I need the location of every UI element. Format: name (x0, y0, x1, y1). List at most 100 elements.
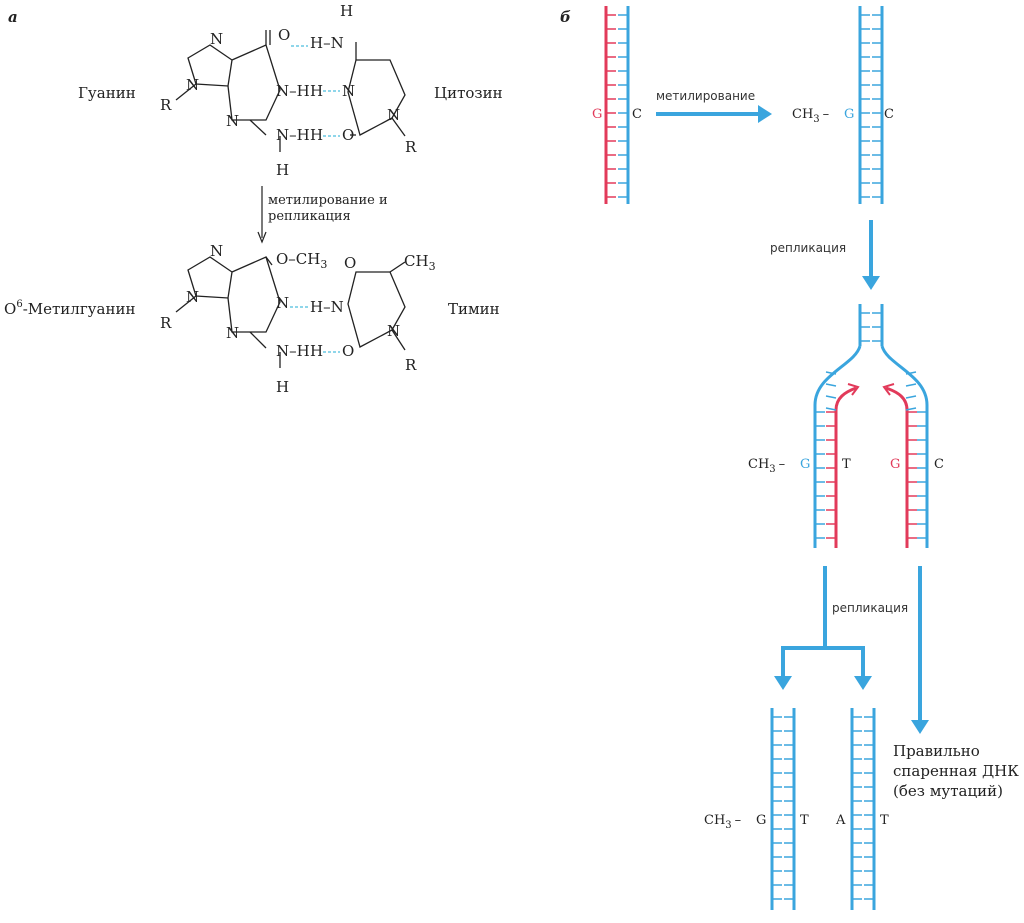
arrow-head (862, 276, 880, 290)
arrow-head (774, 676, 792, 690)
atom-h: H (310, 126, 323, 144)
base-g-red: G (592, 107, 602, 122)
replication-fork (813, 345, 929, 548)
parent-strand-right (880, 345, 929, 548)
arrow-label-line-2: репликация (268, 209, 351, 224)
base-t: T (800, 813, 809, 828)
arrow-head (758, 105, 772, 123)
base-pair-rung (905, 395, 917, 399)
arrow-label-line-1: метилирование и (268, 193, 388, 208)
panel-b: б G C метилирование CH3– G C репликация … (560, 6, 1019, 910)
hydrogen-bonds-top (291, 45, 340, 137)
atom-r: R (160, 96, 172, 114)
replication-label-2: репликация (832, 601, 908, 615)
arrow-head (911, 720, 929, 734)
base-pair-rung (825, 407, 837, 411)
atom-r: R (405, 138, 417, 156)
base-pair-rung (905, 383, 917, 387)
base-pair-rung (905, 407, 917, 411)
arrowhead-red (847, 383, 860, 396)
atom-r: R (405, 356, 417, 374)
base-c: C (632, 107, 642, 122)
base-a: A (835, 813, 846, 828)
atom-n: N (210, 30, 223, 48)
atom-o: O (278, 26, 290, 44)
ch3-label: CH3– (704, 813, 741, 831)
atom-n: N (210, 242, 223, 260)
methylation-replication-arrow (257, 186, 267, 244)
atom-h: H (340, 2, 353, 20)
base-t: T (880, 813, 889, 828)
base-g-red: G (890, 457, 900, 472)
methylation-label: метилирование (656, 89, 755, 103)
methylguanine-imidazole-ring (187, 256, 233, 299)
atom-n: N (387, 322, 400, 340)
flow-arrows (656, 105, 929, 734)
dna-mutant-gt (770, 708, 796, 910)
base-g-blue: G (844, 107, 854, 122)
panel-a: а N N N O N–H N–H H R H (4, 2, 503, 396)
dna-methylated (858, 6, 884, 204)
correct-dna-line-3: (без мутаций) (893, 782, 1003, 800)
atom-n: N (342, 82, 355, 100)
correct-dna-line-1: Правильно (893, 742, 980, 760)
dna-strands (604, 6, 884, 910)
base-c: C (884, 107, 894, 122)
methylguanine-thymine-pair (175, 256, 406, 368)
atom-r: R (160, 314, 172, 332)
fork-arms (813, 345, 929, 548)
panel-b-label: б (560, 8, 571, 26)
base-g-blue: G (800, 457, 810, 472)
atom-o: O (342, 342, 354, 360)
atom-h: H (310, 342, 323, 360)
cytosine-label: Цитозин (434, 84, 503, 102)
atom-n: N (276, 294, 289, 312)
base-t: T (842, 457, 851, 472)
panel-a-label: а (8, 8, 18, 26)
thymine-label: Тимин (448, 300, 500, 318)
atom-och3: O–CH3 (276, 250, 327, 271)
atom-n: N (226, 112, 239, 130)
atom-ch3: CH3 (404, 252, 436, 273)
atom-n: N (186, 76, 199, 94)
atom-nh: N–H (276, 82, 310, 100)
arrow-group (656, 105, 929, 734)
base-pair-rung (825, 371, 837, 375)
ch3-label: CH3– (748, 457, 785, 475)
replication-arrow-2 (781, 566, 865, 678)
atom-nh: N–H (276, 342, 310, 360)
atom-h: H (276, 161, 289, 179)
methylguanine-pyrimidine-ring (227, 256, 281, 333)
atom-o: O (344, 254, 356, 272)
atom-n: N (186, 288, 199, 306)
base-pair-rung (825, 395, 837, 399)
base-c: C (934, 457, 944, 472)
base-g: G (756, 813, 766, 828)
atom-n: N (387, 106, 400, 124)
base-pair-rung (905, 371, 917, 375)
dna-original (604, 6, 630, 204)
replication-label-1: репликация (770, 241, 846, 255)
dna-fork-stem (858, 304, 884, 346)
atom-n: N (226, 324, 239, 342)
ch3-label: CH3– (792, 107, 829, 125)
hydrogen-bonds-bottom (290, 306, 340, 353)
methylguanine-label: O6-Метилгуанин (4, 299, 135, 318)
atom-nh: N–H (276, 126, 310, 144)
guanine-pyrimidine-ring (227, 44, 281, 121)
methylguanine-thymine-atoms: N N N O–CH3 N N–H H R O CH3 H–N O N R H (160, 242, 436, 396)
dna-mutant-at (850, 708, 876, 910)
atom-h: H (276, 378, 289, 396)
guanine-cytosine-atoms: N N N O N–H N–H H R H H–N N O N R H H (160, 2, 417, 179)
base-pair-rung (825, 383, 837, 387)
atom-h: H (310, 82, 323, 100)
arrow-head (854, 676, 872, 690)
guanine-cytosine-pair (175, 30, 406, 152)
arrowhead-red (882, 383, 895, 396)
guanine-label: Гуанин (78, 84, 136, 102)
correct-dna-line-2: спаренная ДНК (893, 762, 1019, 780)
atom-o: O (342, 126, 354, 144)
guanine-imidazole-ring (187, 44, 233, 87)
